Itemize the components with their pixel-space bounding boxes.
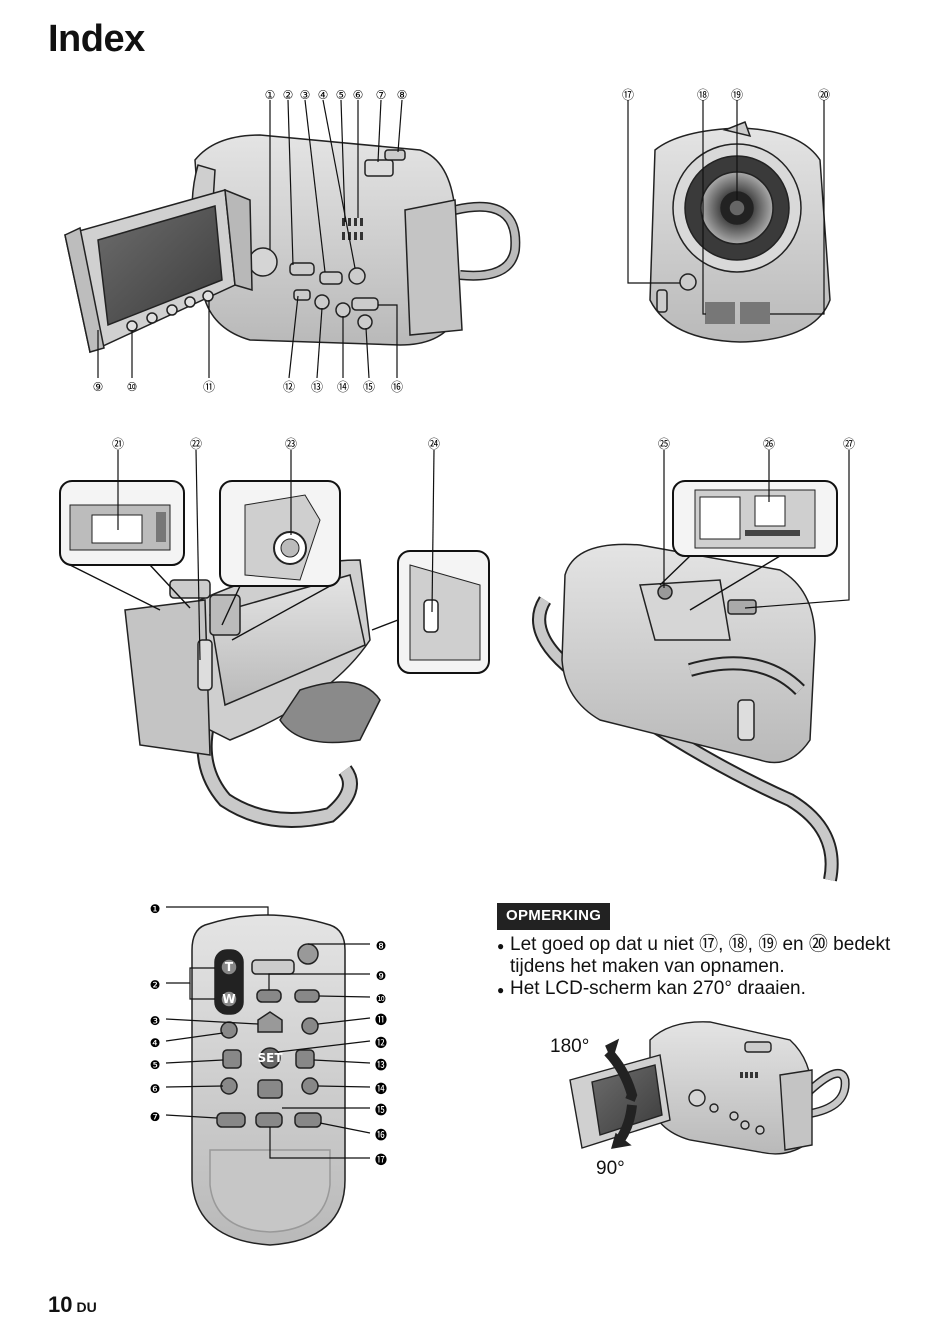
remote-callout: ❸ <box>150 1014 161 1028</box>
leader-lines-back <box>117 449 435 661</box>
callout: ㉑ <box>112 437 124 451</box>
callout: ⑱ <box>697 88 709 102</box>
remote-callout: ❶ <box>150 902 161 916</box>
remote-callout: ⓯ <box>375 1103 387 1117</box>
remote-callout: ⓭ <box>375 1058 387 1072</box>
note-item: Let goed op dat u niet ⑰, ⑱, ⑲ en ⑳ bede… <box>497 934 917 978</box>
callout: ⑳ <box>818 88 830 102</box>
callout: ⑲ <box>731 88 743 102</box>
remote-callout: ❺ <box>150 1058 161 1072</box>
callout: ⑰ <box>622 88 634 102</box>
remote-callout: ❾ <box>376 969 387 983</box>
callout: ⑭ <box>337 380 349 394</box>
callout: ⑤ <box>336 88 347 102</box>
remote-callout: ⓰ <box>375 1128 387 1142</box>
callout: ① <box>265 88 276 102</box>
note-box: OPMERKING Let goed op dat u niet ⑰, ⑱, ⑲… <box>497 903 917 1001</box>
callout: ⑧ <box>397 88 408 102</box>
page-number-value: 10 <box>48 1292 73 1317</box>
leader-lines-remote <box>165 906 371 1159</box>
leader-lines-front <box>627 100 825 315</box>
callout: ㉔ <box>428 437 440 451</box>
leader-lines-bottom <box>663 450 850 609</box>
callout: ㉖ <box>763 437 775 451</box>
leader-lines-side <box>97 99 403 379</box>
remote-callout: ❹ <box>150 1036 161 1050</box>
lcd-rotation-illustration <box>569 1021 850 1155</box>
callout: ⑨ <box>93 380 104 394</box>
page-language: DU <box>76 1299 97 1315</box>
camera-front-view <box>649 121 831 343</box>
inset-terminal-23 <box>219 480 341 641</box>
remote-control: T W SET <box>191 914 346 1246</box>
remote-callout: ⓱ <box>375 1153 387 1167</box>
callout: ⑥ <box>353 88 364 102</box>
callouts: ① ② ③ ④ ⑤ ⑥ ⑦ ⑧ ⑨ ⑩ ⑪ ⑫ ⑬ ⑭ ⑮ ⑯ ⑰ ⑱ ⑲ ⑳ … <box>93 88 855 1167</box>
callout: ⑦ <box>376 88 387 102</box>
remote-zoom-w-label: W <box>222 992 235 1006</box>
camera-bottom-view <box>532 543 839 882</box>
rotation-90-label: 90° <box>596 1158 625 1179</box>
callout: ㉓ <box>285 437 297 451</box>
note-heading: OPMERKING <box>497 903 611 930</box>
note-item: Het LCD-scherm kan 270° draaien. <box>497 978 917 1001</box>
note-list: Let goed op dat u niet ⑰, ⑱, ⑲ en ⑳ bede… <box>497 934 917 1001</box>
remote-callout: ❽ <box>376 939 387 953</box>
speaker-grilles <box>705 302 770 324</box>
camera-back-view <box>124 559 381 828</box>
remote-callout: ⓬ <box>375 1036 387 1050</box>
callout: ⑩ <box>127 380 138 394</box>
remote-set-label: SET <box>257 1051 283 1065</box>
remote-zoom-t-label: T <box>225 960 234 974</box>
callout: ㉕ <box>658 437 670 451</box>
remote-callout: ❿ <box>376 992 387 1006</box>
callout: ㉒ <box>190 437 202 451</box>
callout: ⑮ <box>363 380 375 394</box>
callout: ③ <box>300 88 311 102</box>
remote-callout: ❷ <box>150 978 161 992</box>
remote-callout: ❼ <box>150 1110 161 1124</box>
remote-callout: ⓮ <box>375 1082 387 1096</box>
remote-callout: ⓫ <box>375 1013 387 1027</box>
callout: ⑫ <box>283 380 295 394</box>
page-title: Index <box>48 18 145 60</box>
callout: ⑯ <box>391 380 403 394</box>
callout: ④ <box>318 88 329 102</box>
callout: ⑬ <box>311 380 323 394</box>
remote-callout: ❻ <box>150 1082 161 1096</box>
rotation-180-label: 180° <box>550 1036 590 1057</box>
inset-card-slot-26 <box>659 480 838 611</box>
callout: ⑪ <box>203 380 215 394</box>
camera-side-view <box>64 134 521 354</box>
callout: ㉗ <box>843 437 855 451</box>
inset-terminal-24 <box>371 550 490 674</box>
inset-terminal-21 <box>59 480 191 611</box>
callout: ② <box>283 88 294 102</box>
